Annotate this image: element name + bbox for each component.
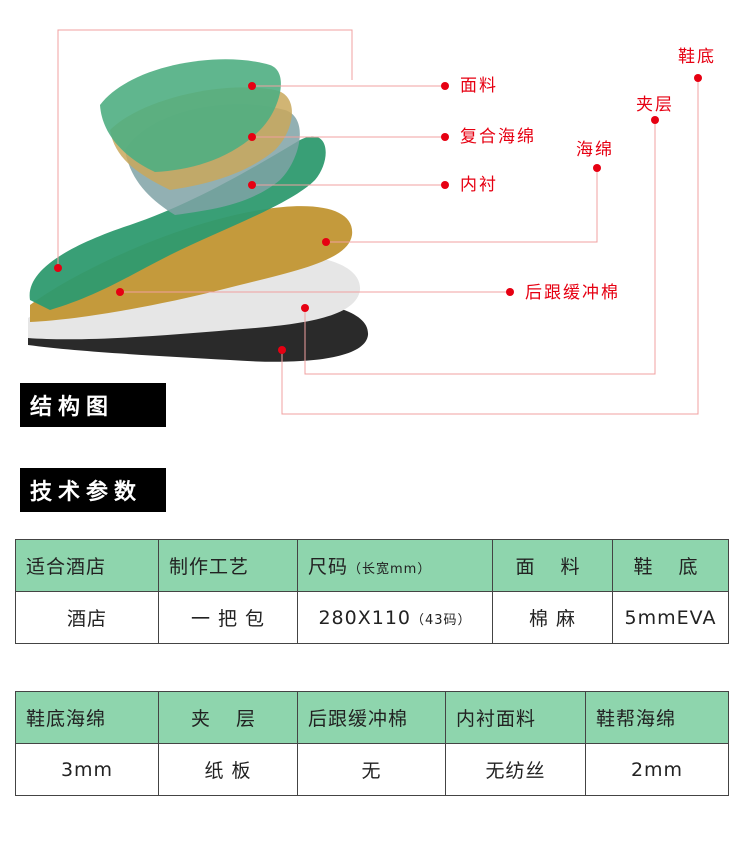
- table-row: 3mm 纸 板 无 无纺丝 2mm: [15, 743, 729, 796]
- label-sponge: 海绵: [576, 140, 614, 160]
- header-cell: 制作工艺: [158, 539, 298, 592]
- label-lining: 内衬: [460, 175, 498, 195]
- section-title-structure-text: 结构图: [30, 395, 115, 420]
- header-size: 尺码: [308, 556, 349, 578]
- value-cell: 酒店: [15, 591, 159, 644]
- label-sole: 鞋底: [678, 47, 716, 67]
- label-composite-sponge: 复合海绵: [460, 127, 536, 147]
- header-fabric: 面 料: [515, 556, 590, 578]
- header-cell: 适合酒店: [15, 539, 159, 592]
- header-cell: 鞋底海绵: [15, 691, 159, 744]
- leader-lines: [57, 29, 699, 415]
- slipper-structure-diagram: [28, 29, 702, 415]
- header-cell: 鞋帮海绵: [585, 691, 729, 744]
- header-cell: 尺码（长宽mm）: [297, 539, 493, 592]
- label-middle-layer: 夹层: [636, 95, 674, 115]
- label-fabric: 面料: [460, 76, 498, 96]
- fabric-layer: [100, 59, 281, 172]
- section-title-structure: 结构图: [20, 383, 172, 427]
- header-cell: 夹 层: [158, 691, 298, 744]
- title-bar-decoration: [166, 468, 172, 512]
- marker-dots: [54, 74, 702, 354]
- header-cell: 面 料: [492, 539, 613, 592]
- value-cell: 纸 板: [158, 743, 298, 796]
- header-cell: 内衬面料: [445, 691, 586, 744]
- spec-table-2: 鞋底海绵 夹 层 后跟缓冲棉 内衬面料 鞋帮海绵 3mm 纸 板 无 无纺丝 2…: [15, 691, 729, 796]
- table-row: 适合酒店 制作工艺 尺码（长宽mm） 面 料 鞋 底: [15, 539, 729, 592]
- value-size-note: （43码）: [411, 612, 472, 628]
- section-title-params-text: 技术参数: [30, 480, 143, 505]
- header-cell: 后跟缓冲棉: [297, 691, 446, 744]
- table-row: 酒店 一 把 包 280X110（43码） 棉 麻 5mmEVA: [15, 591, 729, 644]
- header-sole: 鞋 底: [633, 556, 708, 578]
- value-cell: 无纺丝: [445, 743, 586, 796]
- value-cell: 2mm: [585, 743, 729, 796]
- spec-table-1: 适合酒店 制作工艺 尺码（长宽mm） 面 料 鞋 底 酒店 一 把 包 280X…: [15, 539, 729, 644]
- section-title-params: 技术参数: [20, 468, 172, 512]
- title-bar-decoration: [166, 383, 172, 427]
- value-cell: 3mm: [15, 743, 159, 796]
- value-cell: 一 把 包: [158, 591, 298, 644]
- label-heel-cushion: 后跟缓冲棉: [525, 283, 620, 303]
- sponge-layer: [30, 206, 353, 322]
- value-size: 280X110: [318, 606, 411, 629]
- header-size-unit: （长宽mm）: [348, 562, 432, 577]
- value-cell: 棉 麻: [492, 591, 613, 644]
- value-cell: 5mmEVA: [612, 591, 729, 644]
- table-row: 鞋底海绵 夹 层 后跟缓冲棉 内衬面料 鞋帮海绵: [15, 691, 729, 744]
- header-cell: 鞋 底: [612, 539, 729, 592]
- header-middle-layer: 夹 层: [190, 708, 266, 730]
- value-cell: 280X110（43码）: [297, 591, 493, 644]
- value-cell: 无: [297, 743, 446, 796]
